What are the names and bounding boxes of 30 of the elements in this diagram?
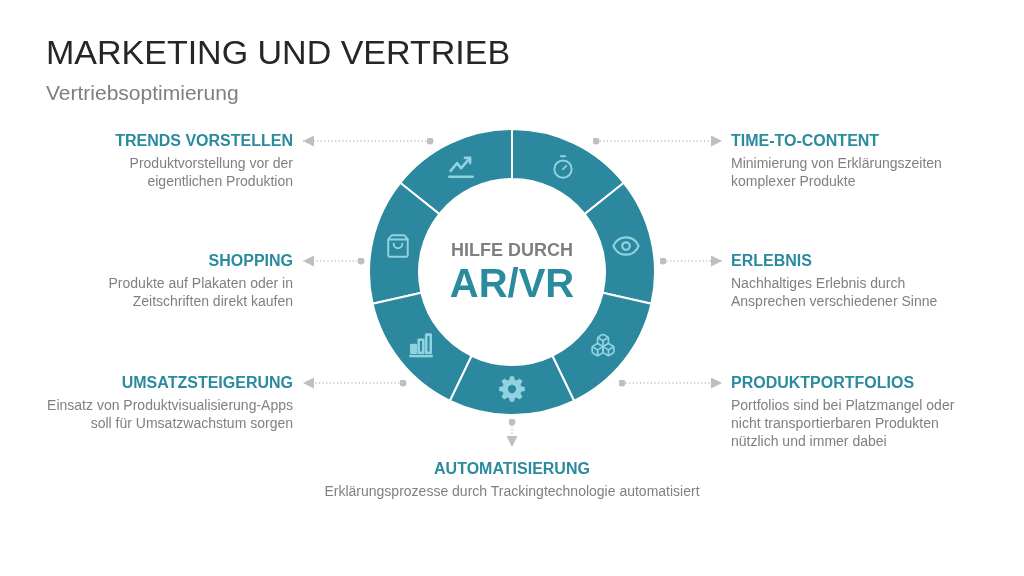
dotted-arrow	[302, 135, 434, 147]
item-description: Einsatz von Produktvisualisierung-Apps soll für Umsatzwachstum sorgen	[46, 396, 293, 432]
subtitle: Vertriebsoptimierung	[46, 80, 239, 106]
dotted-arrow	[592, 135, 723, 147]
item-heading: ERLEBNIS	[731, 251, 812, 271]
item-description: Produktvorstellung vor der eigentlichen Produktion	[128, 154, 293, 190]
dotted-arrow	[302, 377, 407, 389]
ring-segment	[583, 181, 656, 305]
item-description: Produkte auf Plakaten oder in Zeitschriften direkt kaufen	[107, 274, 293, 310]
dotted-arrow	[302, 255, 365, 267]
page-title: MARKETING UND VERTRIEB	[46, 32, 511, 72]
ring-segment	[399, 128, 513, 215]
item-heading: TRENDS VORSTELLEN	[115, 131, 293, 151]
dotted-arrow	[506, 418, 518, 448]
ring-segment	[368, 181, 441, 305]
item-heading: SHOPPING	[208, 251, 293, 271]
center-heading: HILFE DURCH	[451, 239, 573, 261]
item-description: Nachhaltiges Erlebnis durch Ansprechen verschiedener Sinne	[731, 274, 939, 310]
item-description: Minimierung von Erklärungszeiten komplexer Produkte	[731, 154, 943, 190]
item-heading: PRODUKTPORTFOLIOS	[731, 373, 915, 393]
center-title: AR/VR	[449, 261, 575, 305]
item-description: Erklärungsprozesse durch Trackingtechnologie automatisiert	[324, 482, 700, 500]
dotted-arrow	[659, 255, 723, 267]
ring-segment	[448, 354, 576, 416]
item-description: Portfolios sind bei Platzmangel oder nicht transportierbaren Produkten nützlich und immer dabei	[731, 396, 956, 450]
ring-segment	[511, 128, 625, 215]
item-heading: TIME-TO-CONTENT	[731, 131, 880, 151]
item-heading: UMSATZSTEIGERUNG	[121, 373, 293, 393]
item-heading: AUTOMATISIERUNG	[434, 459, 590, 479]
dotted-arrow	[618, 377, 723, 389]
